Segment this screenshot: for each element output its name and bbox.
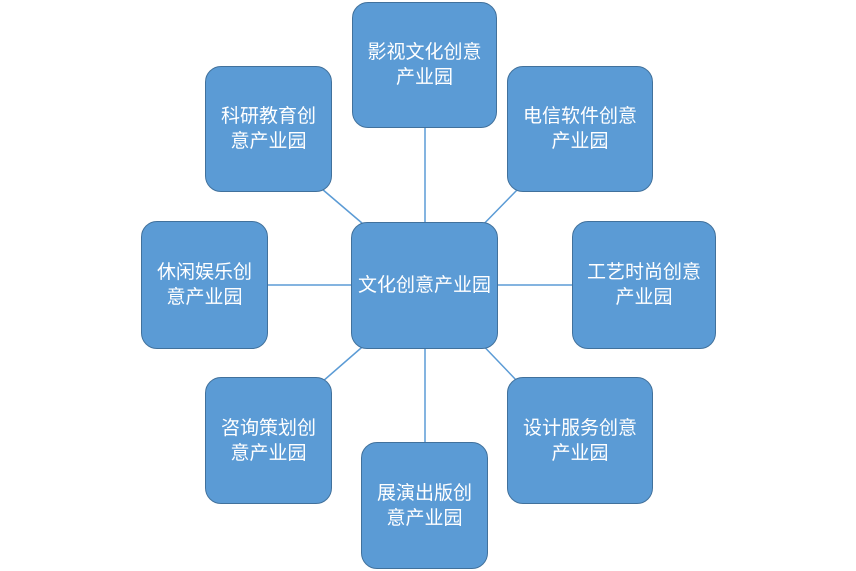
node-film-label: 影视文化创意产业园	[367, 41, 482, 88]
center-node: 文化创意产业园	[351, 222, 498, 349]
node-exhibit: 展演出版创意产业园	[361, 442, 488, 569]
node-design-label: 设计服务创意产业园	[522, 416, 637, 464]
node-leisure-label: 休闲娱乐创意产业园	[156, 261, 252, 308]
node-design: 设计服务创意产业园	[507, 377, 653, 504]
node-craft-label: 工艺时尚创意产业园	[586, 261, 701, 308]
center-node-label: 文化创意产业园	[358, 274, 492, 296]
node-consult-label: 咨询策划创意产业园	[220, 416, 316, 464]
node-film: 影视文化创意产业园	[352, 2, 497, 128]
node-telecom-label: 电信软件创意产业园	[522, 105, 637, 152]
node-research: 科研教育创意产业园	[205, 66, 332, 192]
node-telecom: 电信软件创意产业园	[507, 66, 653, 192]
node-research-label: 科研教育创意产业园	[220, 105, 316, 152]
node-exhibit-label: 展演出版创意产业园	[376, 481, 472, 529]
node-leisure: 休闲娱乐创意产业园	[141, 221, 268, 349]
node-craft: 工艺时尚创意产业园	[572, 221, 716, 349]
node-consult: 咨询策划创意产业园	[205, 377, 332, 504]
